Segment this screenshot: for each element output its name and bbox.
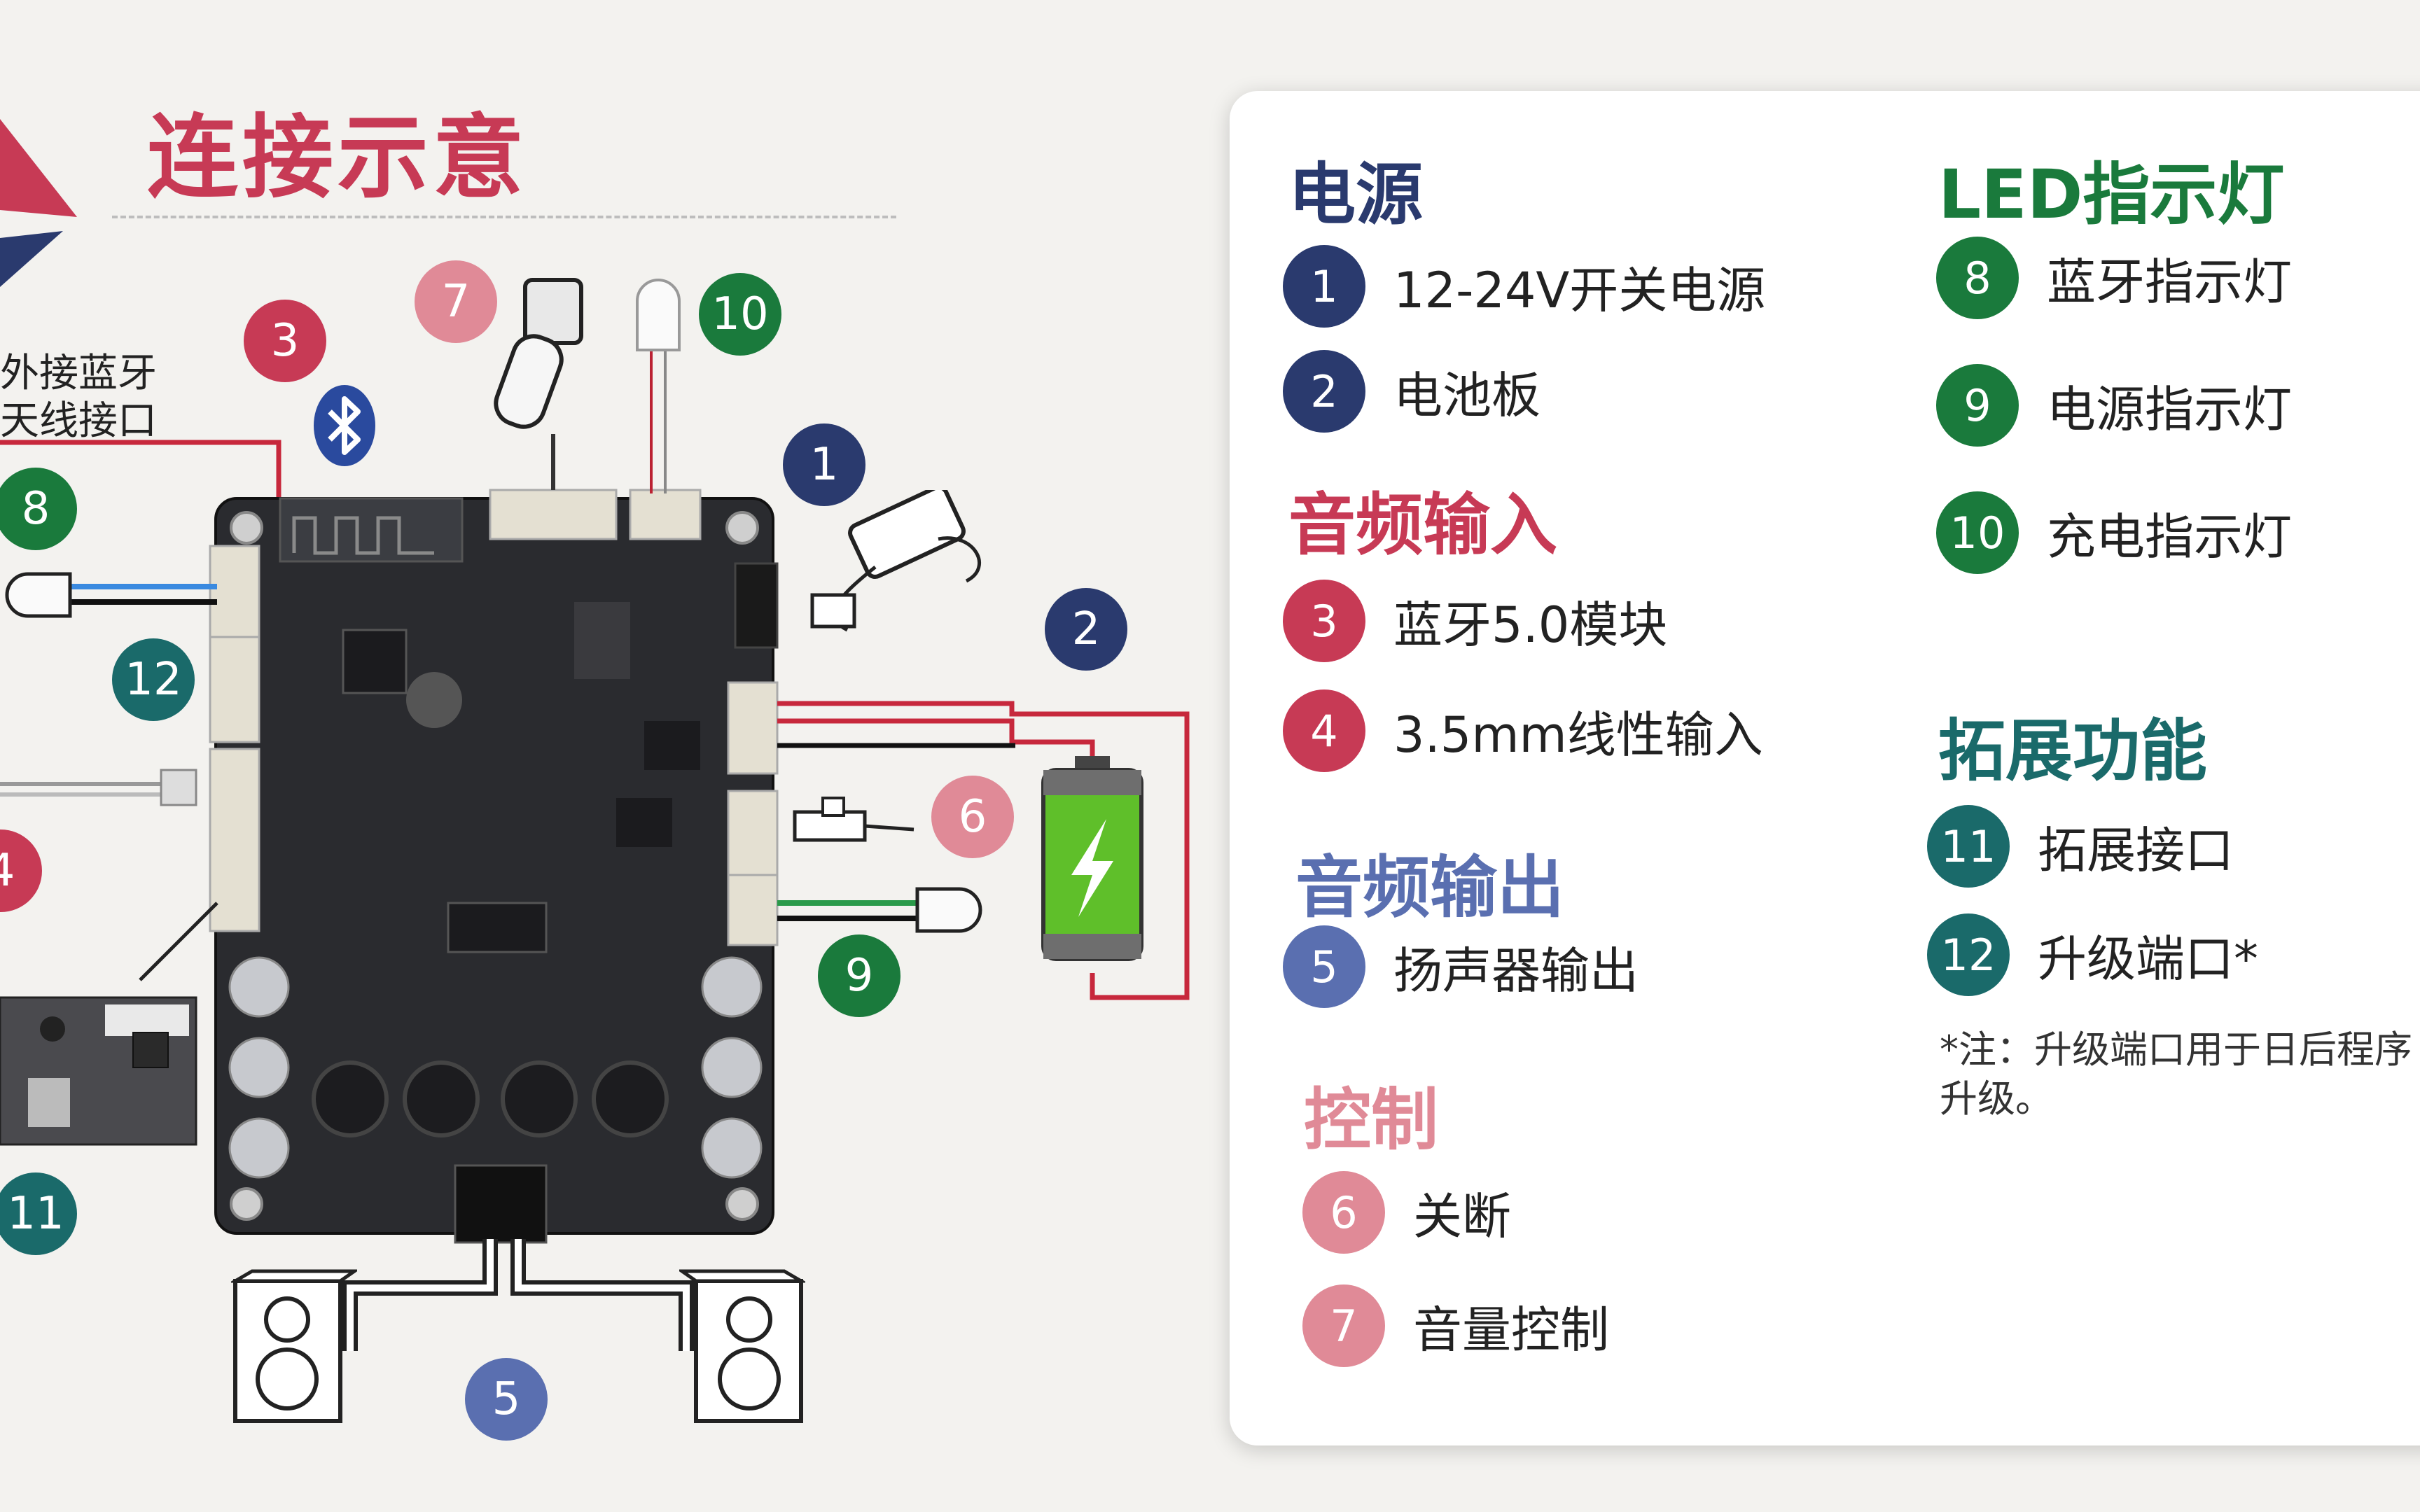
badge-11: 11 <box>0 1172 77 1255</box>
legend-label: 充电指示灯 <box>2047 507 2292 566</box>
legend-item: 6 关断 <box>1302 1171 1511 1254</box>
bluetooth-icon <box>314 385 375 466</box>
legend-number: 9 <box>1936 364 2019 447</box>
section-title-led: LED指示灯 <box>1938 155 2285 234</box>
badge-7: 7 <box>415 260 497 343</box>
switch-icon <box>793 797 915 842</box>
legend-number: 10 <box>1936 491 2019 574</box>
section-title-audio-output: 音频输出 <box>1295 848 1564 927</box>
power-adapter-icon <box>810 490 981 632</box>
side-label-bluetooth: 外接蓝牙 <box>0 351 157 396</box>
led-icon <box>915 887 982 933</box>
legend-item: 12 升级端口* <box>1927 913 2258 996</box>
section-title-control: 控制 <box>1304 1081 1438 1159</box>
legend-item: 11 拓展接口 <box>1927 805 2234 888</box>
legend-item: 7 音量控制 <box>1302 1284 1609 1367</box>
badge-3: 3 <box>244 300 326 382</box>
potentiometer-icon <box>494 278 583 429</box>
legend-item: 1 12-24V开关电源 <box>1283 245 1765 328</box>
side-label-antenna: 天线接口 <box>0 398 157 444</box>
legend-label: 电池板 <box>1393 366 1541 424</box>
badge-10: 10 <box>699 273 781 356</box>
legend-label: 升级端口* <box>2038 930 2258 988</box>
title-divider <box>112 216 896 218</box>
section-title-expansion: 拓展功能 <box>1938 712 2207 790</box>
badge-6: 6 <box>931 776 1014 858</box>
legend-item: 10 充电指示灯 <box>1936 491 2292 574</box>
legend-label: 12-24V开关电源 <box>1393 261 1766 319</box>
battery-icon <box>1041 756 1143 961</box>
legend-number: 5 <box>1283 925 1365 1008</box>
legend-label: 蓝牙5.0模块 <box>1393 596 1668 654</box>
legend-item: 2 电池板 <box>1283 350 1541 433</box>
legend-number: 3 <box>1283 580 1365 662</box>
legend-number: 1 <box>1283 245 1365 328</box>
legend-item: 9 电源指示灯 <box>1936 364 2292 447</box>
legend-number: 2 <box>1283 350 1365 433</box>
legend-item: 3 蓝牙5.0模块 <box>1283 580 1667 662</box>
badge-9: 9 <box>818 934 900 1017</box>
legend-label: 音量控制 <box>1413 1301 1609 1359</box>
legend-number: 12 <box>1927 913 2010 996</box>
legend-label: 电源指示灯 <box>2047 380 2292 438</box>
legend-label: 3.5mm线性输入 <box>1393 706 1763 764</box>
speaker-icon <box>679 1269 805 1423</box>
badge-2: 2 <box>1045 588 1127 671</box>
speaker-icon <box>231 1269 357 1423</box>
legend-item: 8 蓝牙指示灯 <box>1936 237 2292 319</box>
wiring-illustration <box>0 350 1190 1351</box>
page-title: 连接示意 <box>147 104 529 211</box>
legend-number: 6 <box>1302 1171 1385 1254</box>
badge-1: 1 <box>783 424 865 506</box>
footnote: *注：升级端口用于日后程序升级。 <box>1940 1028 2412 1121</box>
legend-label: 关断 <box>1413 1187 1511 1245</box>
legend-number: 4 <box>1283 690 1365 772</box>
logo-shape <box>0 119 77 287</box>
badge-8: 8 <box>0 468 77 550</box>
section-title-power: 电源 <box>1288 155 1423 234</box>
legend-item: 4 3.5mm线性输入 <box>1283 690 1763 772</box>
legend-item: 5 扬声器输出 <box>1283 925 1639 1008</box>
led-icon <box>636 279 681 351</box>
section-title-audio-input: 音频输入 <box>1288 486 1557 564</box>
legend-panel <box>1230 91 2420 1446</box>
legend-label: 拓展接口 <box>2038 821 2234 879</box>
legend-label: 蓝牙指示灯 <box>2047 253 2292 311</box>
badge-12: 12 <box>112 638 195 721</box>
legend-number: 11 <box>1927 805 2010 888</box>
legend-number: 7 <box>1302 1284 1385 1367</box>
circuit-board <box>209 489 779 1244</box>
legend-label: 扬声器输出 <box>1393 941 1639 1000</box>
legend-number: 8 <box>1936 237 2019 319</box>
led-icon <box>5 572 72 618</box>
badge-5: 5 <box>465 1358 548 1441</box>
